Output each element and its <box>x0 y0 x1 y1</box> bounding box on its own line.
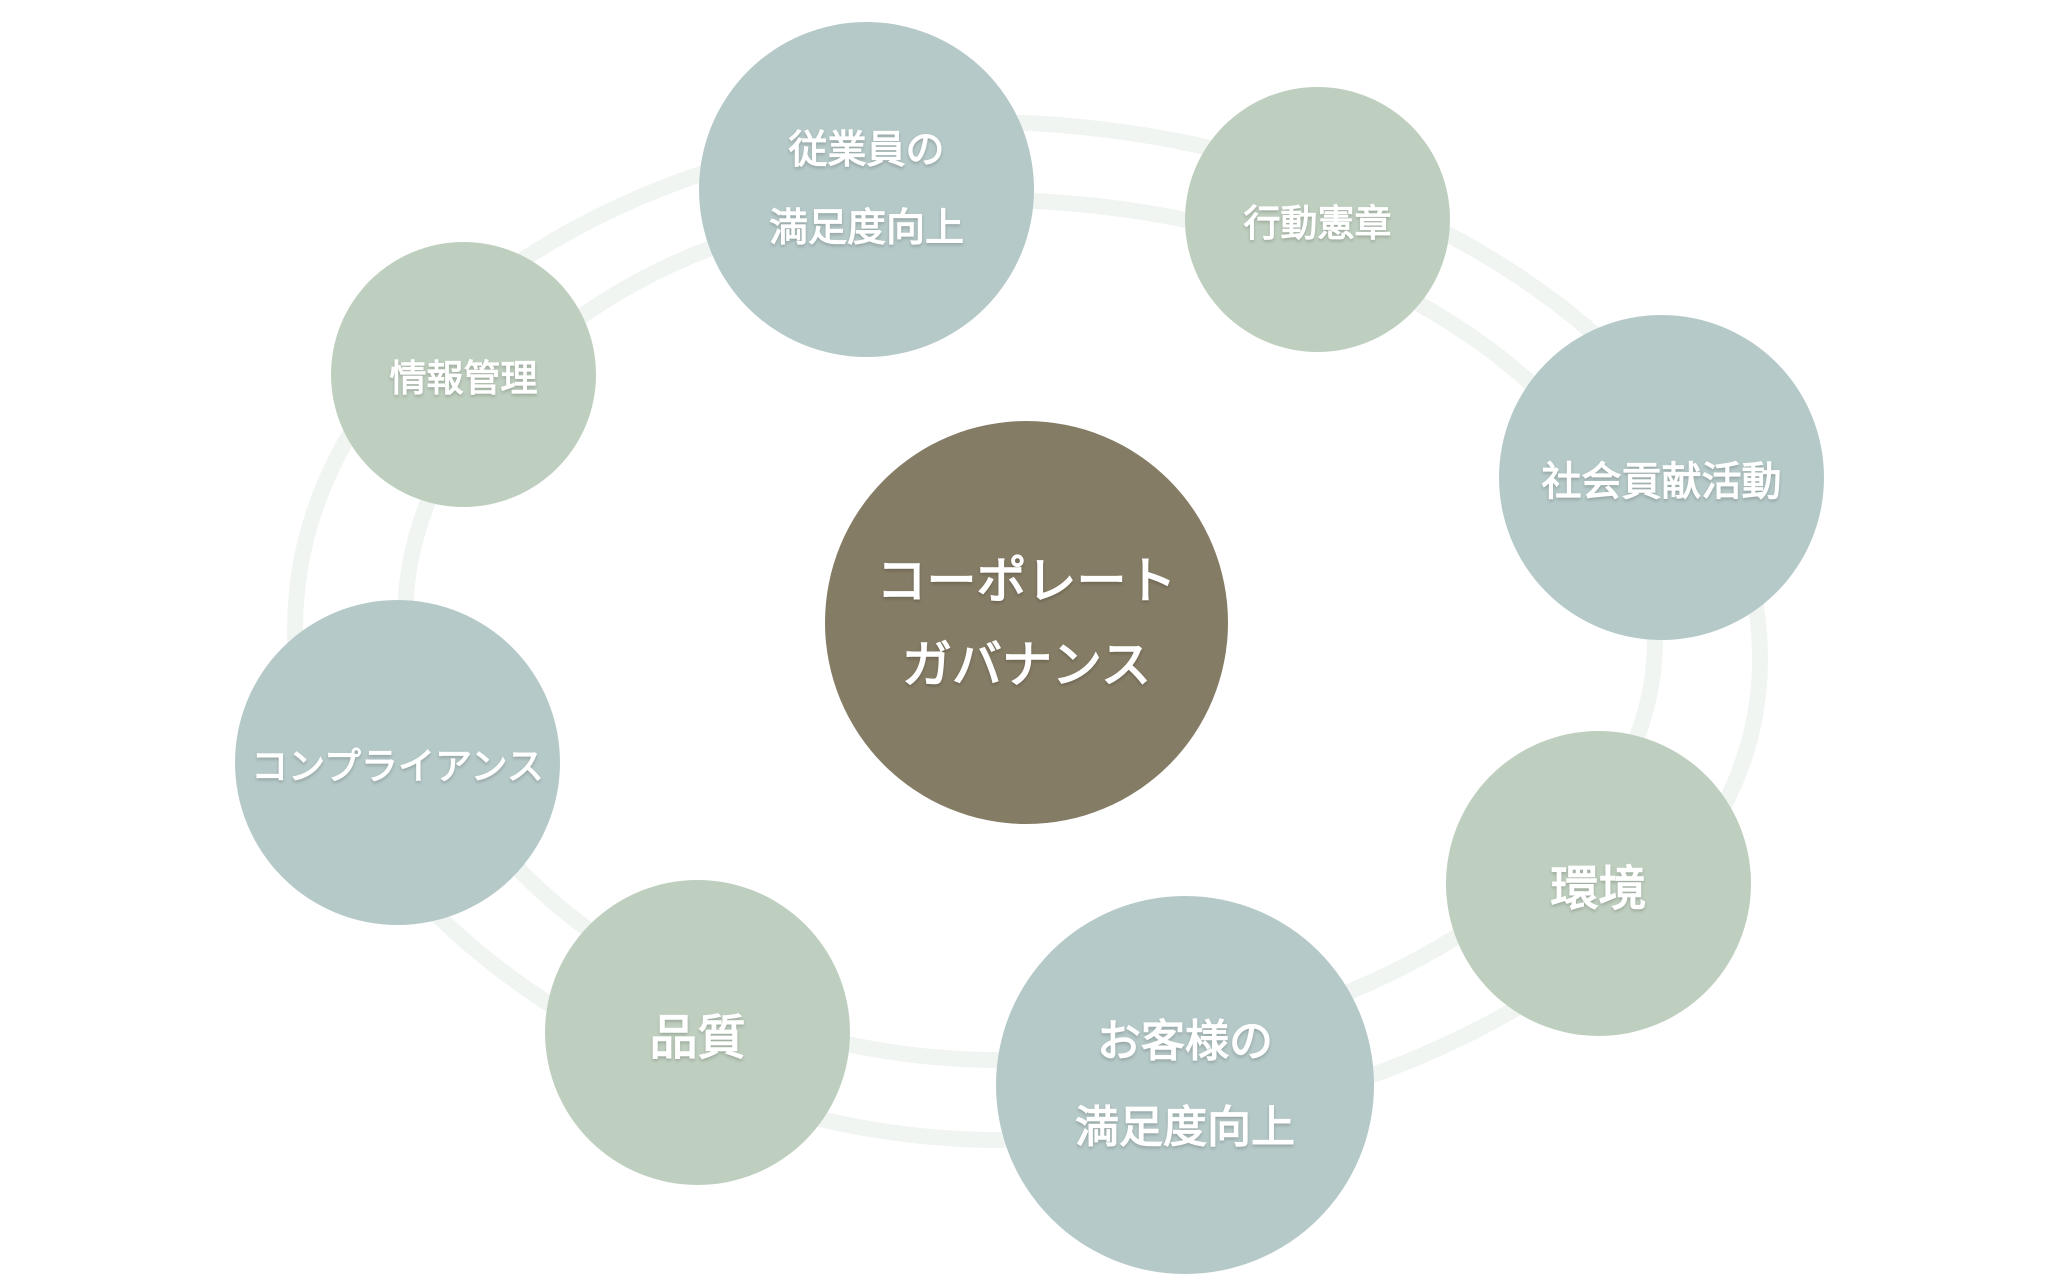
center-label-line: ガバナンス <box>902 635 1151 694</box>
corporate-governance-center: コーポレート ガバナンス <box>825 421 1228 824</box>
node-environment: 環境 <box>1446 731 1751 1036</box>
node-information-management: 情報管理 <box>331 242 596 507</box>
node-label-line: 行動憲章 <box>1243 201 1392 245</box>
center-label-line: コーポレート <box>876 551 1177 610</box>
node-label-line: 社会貢献活動 <box>1541 458 1782 505</box>
node-label-line: お客様の <box>1097 1016 1273 1067</box>
node-label-line: 品質 <box>649 1009 746 1066</box>
node-social-contribution: 社会貢献活動 <box>1499 315 1824 640</box>
node-code-of-conduct: 行動憲章 <box>1185 87 1450 352</box>
node-employee-satisfaction: 従業員の 満足度向上 <box>699 22 1034 357</box>
node-quality: 品質 <box>545 880 850 1185</box>
node-label-line: 従業員の <box>788 127 945 173</box>
node-compliance: コンプライアンス <box>235 600 560 925</box>
node-label-line: コンプライアンス <box>251 744 544 788</box>
node-label-line: 満足度向上 <box>768 205 964 251</box>
node-label-line: 情報管理 <box>389 356 538 400</box>
node-label-line: 環境 <box>1550 860 1647 917</box>
node-customer-satisfaction: お客様の 満足度向上 <box>996 896 1374 1274</box>
node-label-line: 満足度向上 <box>1075 1102 1295 1153</box>
